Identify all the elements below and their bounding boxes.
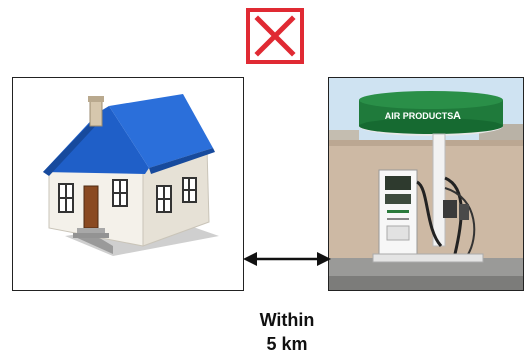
station-logo-mark: A (453, 110, 461, 122)
house-image (12, 77, 244, 291)
distance-line-1: Within (232, 308, 342, 332)
prohibited-x-icon (246, 8, 304, 64)
distance-line-2: 5 km (232, 332, 342, 356)
distance-arrow (241, 247, 333, 271)
fuel-station-icon: AIR PRODUCTS A (329, 78, 524, 291)
station-brand-text: AIR PRODUCTS (385, 111, 454, 121)
house-icon (13, 78, 244, 291)
hydrogen-station-image: AIR PRODUCTS A (328, 77, 524, 291)
distance-label: Within 5 km (232, 308, 342, 356)
